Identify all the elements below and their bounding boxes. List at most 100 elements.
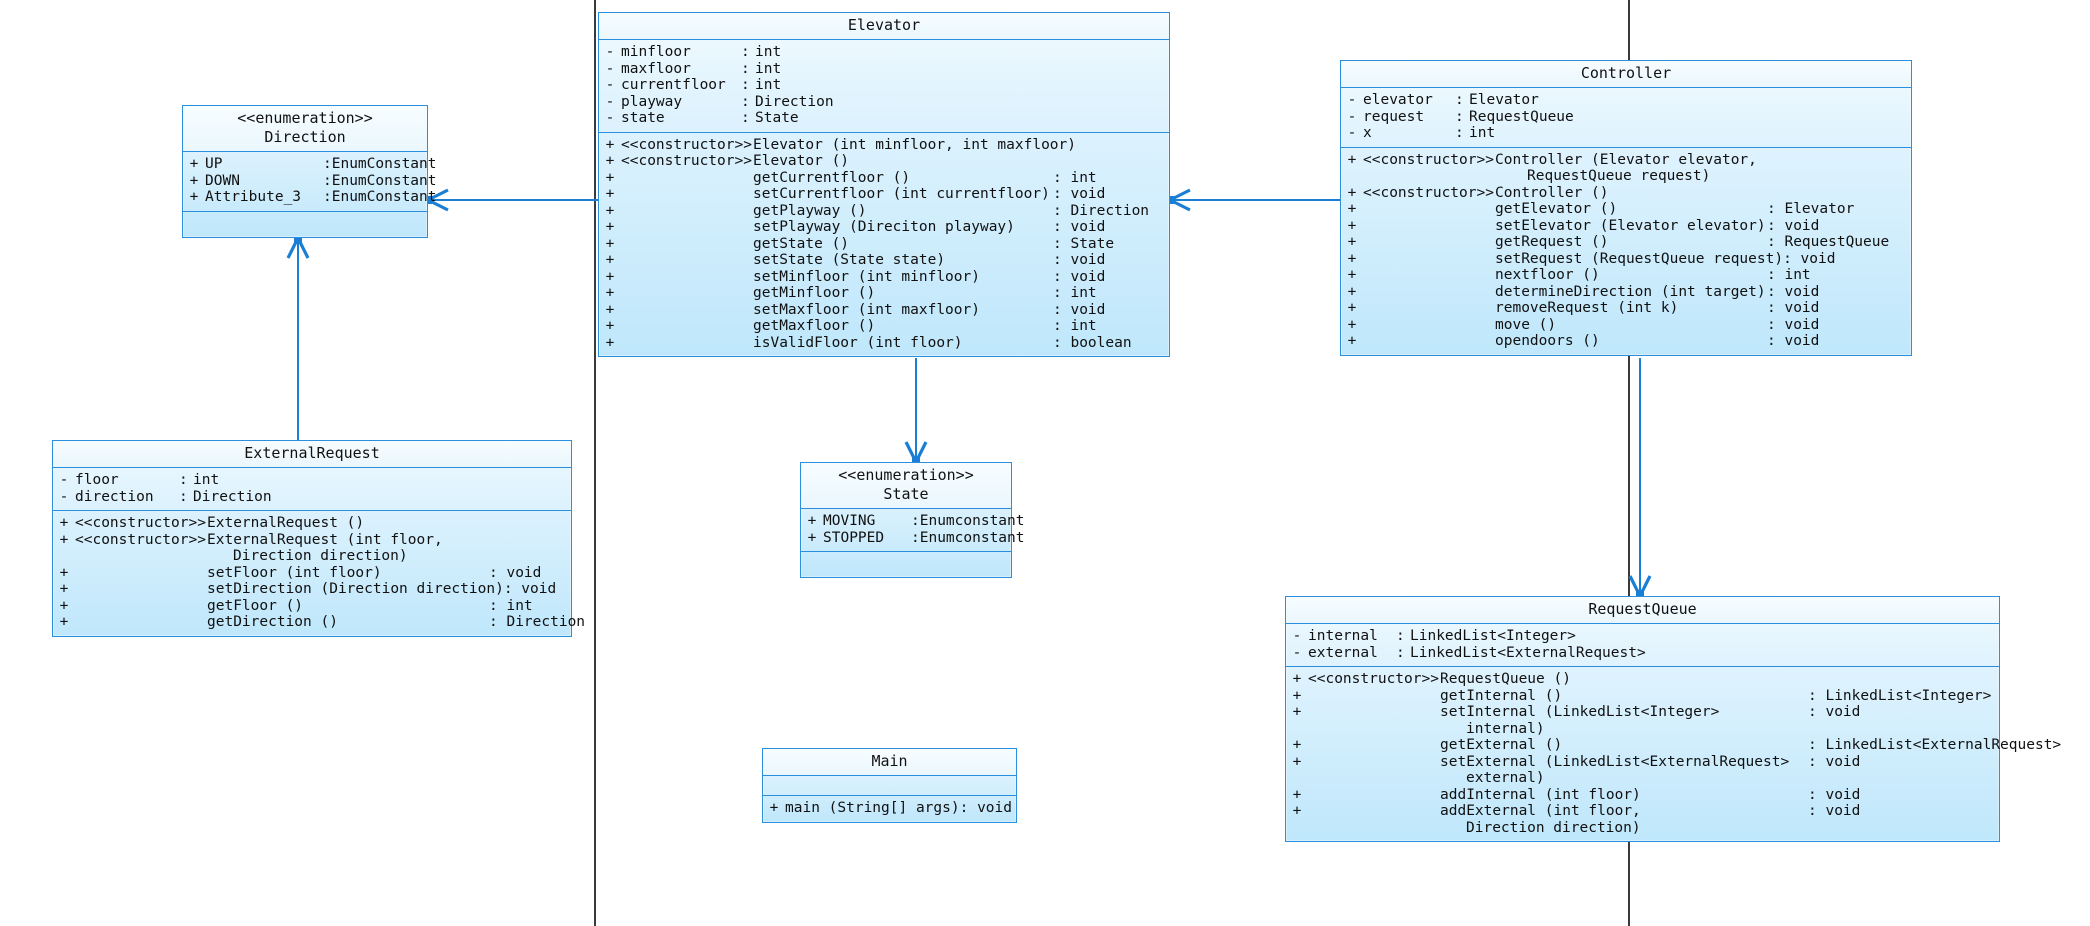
- operation-signature: ExternalRequest (int floor,: [207, 531, 443, 548]
- operation-row: +setMinfloor (int minfloor): void: [599, 269, 1169, 286]
- class-title-elevator: Elevator: [599, 13, 1169, 39]
- class-box-externalrequest[interactable]: ExternalRequest -floor:int-direction:Dir…: [52, 440, 585, 637]
- attribute-name: MOVING: [823, 513, 876, 529]
- class-box-state[interactable]: <<enumeration>> State + MOVING : Enumcon…: [800, 462, 1025, 578]
- attributes-compartment-elevator: -minfloor:int-maxfloor:int-currentfloor:…: [599, 39, 1169, 132]
- operation-signature: Elevator (int minfloor, int maxfloor): [753, 136, 1077, 153]
- operation-stereotype: [1308, 704, 1440, 721]
- operation-return-type: : void: [1053, 219, 1106, 235]
- operation-stereotype: [621, 285, 753, 302]
- operation-signature: getMinfloor (): [753, 285, 876, 301]
- visibility: +: [1292, 671, 1302, 687]
- operation-signature: setCurrentfloor (int currentfloor): [753, 186, 1050, 202]
- operation-stereotype: <<constructor>>: [75, 531, 206, 548]
- operation-return-type: : Direction: [1053, 202, 1150, 219]
- operation-row: +<<constructor>>RequestQueue (): [1286, 671, 1999, 688]
- operation-return-type: : int: [1053, 285, 1097, 301]
- class-box-elevator[interactable]: Elevator -minfloor:int-maxfloor:int-curr…: [598, 12, 1170, 357]
- operation-stereotype: [75, 598, 207, 615]
- class-name: ExternalRequest: [244, 444, 380, 462]
- class-name: Controller: [1580, 64, 1672, 82]
- operation-signature: setDirection (Direction direction): [207, 581, 504, 597]
- operation-signature: getCurrentfloor (): [753, 169, 911, 186]
- attribute-name: elevator: [1363, 92, 1433, 108]
- visibility: +: [1347, 250, 1357, 267]
- operation-stereotype: <<constructor>>: [621, 153, 752, 169]
- class-title-externalrequest: ExternalRequest: [53, 441, 571, 467]
- visibility: +: [605, 334, 615, 351]
- operation-row: +setState (State state): void: [599, 252, 1169, 269]
- operation-stereotype: [1363, 234, 1495, 251]
- operations-compartment-elevator: + <<constructor>>Elevator (int minfloor, …: [599, 131, 1169, 357]
- attribute-type: Enumconstant: [919, 513, 1025, 529]
- attribute-type: Enumconstant: [919, 529, 1025, 546]
- attribute-name: minfloor: [621, 44, 691, 60]
- operation-stereotype: <<constructor>>: [75, 515, 206, 531]
- visibility: +: [605, 268, 615, 285]
- separator: :: [1455, 92, 1464, 108]
- operation-signature: opendoors (): [1495, 333, 1600, 349]
- class-title-state: <<enumeration>> State: [801, 463, 1011, 508]
- separator: :: [1396, 628, 1405, 644]
- attribute-row: + STOPPED : Enumconstant: [801, 529, 1025, 547]
- operation-return-type: : int: [1767, 267, 1811, 283]
- operation-row: +getElevator (): Elevator: [1341, 201, 1911, 218]
- operations-compartment-main: + main (String[] args) : void: [763, 795, 1016, 822]
- class-box-requestqueue[interactable]: RequestQueue -internal:LinkedList<Intege…: [1285, 596, 2061, 842]
- visibility: -: [1292, 644, 1302, 661]
- operation-return-type: : void: [489, 564, 542, 581]
- operation-return-type: : int: [1053, 169, 1097, 186]
- operation-stereotype: [75, 581, 207, 598]
- operation-stereotype: [621, 236, 753, 253]
- operation-stereotype: [75, 614, 207, 631]
- operation-signature: nextfloor (): [1495, 267, 1600, 283]
- attribute-type: EnumConstant: [331, 172, 437, 189]
- class-box-direction[interactable]: <<enumeration>> Direction + UP : EnumCon…: [182, 105, 437, 238]
- visibility: +: [807, 529, 817, 546]
- operation-continuation: RequestQueue request): [1341, 168, 1911, 185]
- class-title-requestqueue: RequestQueue: [1286, 597, 1999, 623]
- visibility: +: [59, 581, 69, 597]
- attribute-name: external: [1308, 644, 1378, 661]
- visibility: -: [1347, 92, 1357, 108]
- operation-return-type: : void: [959, 800, 1012, 816]
- attributes-compartment-externalrequest: -floor:int-direction:Direction: [53, 467, 571, 510]
- class-name: Direction: [264, 128, 346, 146]
- operation-signature: getInternal (): [1440, 687, 1563, 704]
- class-box-controller[interactable]: Controller -elevator:Elevator-request:Re…: [1340, 60, 1912, 356]
- operation-stereotype: [1363, 218, 1495, 235]
- operation-signature: setInternal (LinkedList<Integer>: [1440, 704, 1720, 720]
- operation-signature: isValidFloor (int floor): [753, 334, 963, 351]
- operation-signature: setMinfloor (int minfloor): [753, 268, 980, 285]
- operation-row: +getMaxfloor (): int: [599, 318, 1169, 335]
- operation-signature: removeRequest (int k): [1495, 300, 1679, 316]
- visibility: +: [605, 153, 615, 169]
- operation-row: +getMinfloor (): int: [599, 285, 1169, 302]
- operation-continuation: internal): [1286, 721, 1999, 738]
- visibility: -: [605, 93, 615, 110]
- stereotype-label: <<enumeration>>: [838, 466, 974, 484]
- separator: :: [911, 529, 920, 546]
- operation-stereotype: <<constructor>>: [1363, 184, 1494, 201]
- class-box-main[interactable]: Main + main (String[] args) : void: [762, 748, 1017, 823]
- attribute-row: -minfloor:int: [599, 44, 1169, 61]
- attributes-compartment-direction: + UP : EnumConstant + DOWN : EnumConstan…: [183, 151, 437, 211]
- operation-stereotype: [621, 219, 753, 236]
- attribute-row: + DOWN : EnumConstant: [183, 173, 437, 190]
- attribute-row: -elevator:Elevator: [1341, 92, 1911, 109]
- visibility: +: [1347, 316, 1357, 333]
- separator: :: [741, 110, 750, 126]
- operation-row: +setDirection (Direction direction): voi…: [53, 581, 571, 598]
- operation-return-type: : void: [1767, 300, 1820, 316]
- operation-stereotype: [1308, 688, 1440, 705]
- operation-return-type: : void: [1808, 803, 1861, 819]
- operation-return-type: : void: [1808, 753, 1861, 770]
- operation-signature-continued: RequestQueue request): [1527, 168, 1711, 184]
- operation-signature: getExternal (): [1440, 737, 1563, 753]
- operation-signature: getRequest (): [1495, 234, 1609, 250]
- operation-signature: getMaxfloor (): [753, 318, 876, 334]
- operation-row: +setPlayway (Direciton playway): void: [599, 219, 1169, 236]
- operation-signature-continued: Direction direction): [233, 548, 408, 564]
- visibility: -: [605, 60, 615, 77]
- visibility: -: [1347, 108, 1357, 125]
